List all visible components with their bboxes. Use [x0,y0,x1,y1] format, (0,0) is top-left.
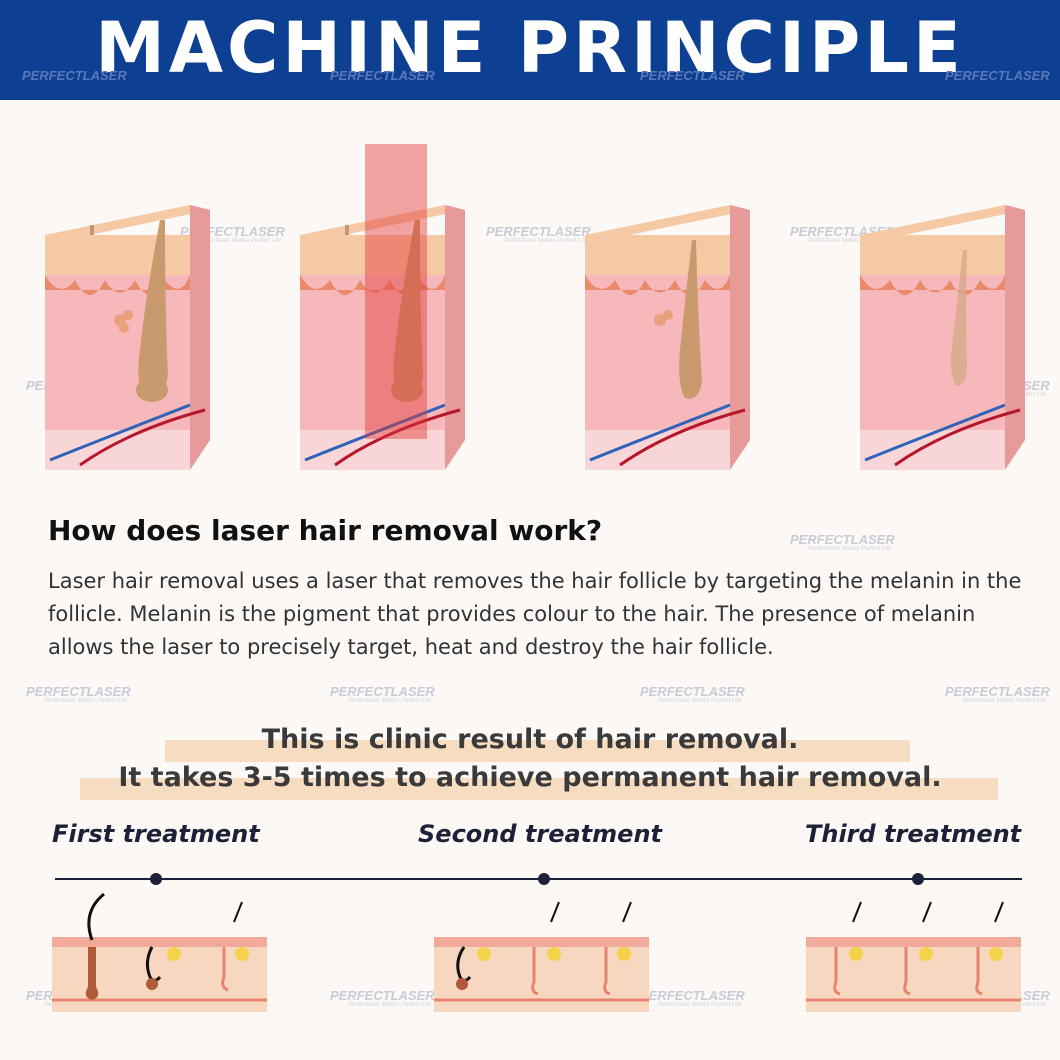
treatment-timeline [55,873,1022,885]
laser-beam [365,144,427,439]
section-heading: How does laser hair removal work? [48,514,603,547]
watermark-tagline: Perfectlaser Makes Perfect Life [504,238,588,244]
watermark-text: PERFECTLASER [486,224,591,239]
timeline-marker [538,873,550,885]
highlight-bar [165,740,910,762]
result-line-2: It takes 3-5 times to achieve permanent … [118,762,942,793]
watermark-tagline: Perfectlaser Makes Perfect Life [198,238,282,244]
watermark-tagline: Perfectlaser Makes Perfect Life [808,238,892,244]
watermark: PERFECTLASER [22,68,127,83]
watermark-text: PERFECTLASER [640,68,745,83]
treatment-label-first: First treatment [52,820,260,848]
watermark-text: PERFECTLASER [26,684,131,699]
watermark-text: PERFECTLASER [945,68,1050,83]
watermark-text: PERFECTLASER [330,684,435,699]
follicle-strip-third [806,901,1021,1012]
timeline-marker [150,873,162,885]
skin-diagram-follicle-shrinking [585,205,750,470]
skin-diagram-hair-present [45,205,210,470]
skin-diagram-hair-removed [860,205,1025,470]
watermark-text: PERFECTLASER [22,68,127,83]
follicle-strip-first [52,892,267,1012]
treatment-label-third: Third treatment [805,820,1022,848]
watermark-text: PERFECTLASER [945,684,1050,699]
watermark-tagline: Perfectlaser Makes Perfect Life [808,546,892,552]
follicle-strip-second [434,901,649,1012]
watermark: PERFECTLASER [330,68,435,83]
watermark: PERFECTLASER [945,68,1050,83]
highlight-bar [80,778,998,800]
watermark-text: PERFECTLASER [640,684,745,699]
watermark-tagline: Perfectlaser Makes Perfect Life [963,698,1047,704]
result-line-1: This is clinic result of hair removal. [261,724,799,755]
watermark-tagline: Perfectlaser Makes Perfect Life [348,1002,432,1008]
watermark-text: PERFECTLASER [330,68,435,83]
skin-diagram-laser-applied [300,144,465,470]
header-banner: MACHINE PRINCIPLE [0,0,1060,100]
timeline-marker [912,873,924,885]
watermark-tagline: Perfectlaser Makes Perfect Life [348,698,432,704]
watermark-text: PERFECTLASER [790,532,895,547]
watermark-tagline: Perfectlaser Makes Perfect Life [658,698,742,704]
watermark-tagline: Perfectlaser Makes Perfect Life [44,698,128,704]
page-title: MACHINE PRINCIPLE [95,7,965,89]
watermark-text: PERFECTLASER [640,988,745,1003]
section-body: Laser hair removal uses a laser that rem… [48,569,1022,659]
watermark-text: PERFECTLASER [330,988,435,1003]
watermark: PERFECTLASER [640,68,745,83]
treatment-label-second: Second treatment [418,820,662,848]
watermark-tagline: Perfectlaser Makes Perfect Life [658,1002,742,1008]
